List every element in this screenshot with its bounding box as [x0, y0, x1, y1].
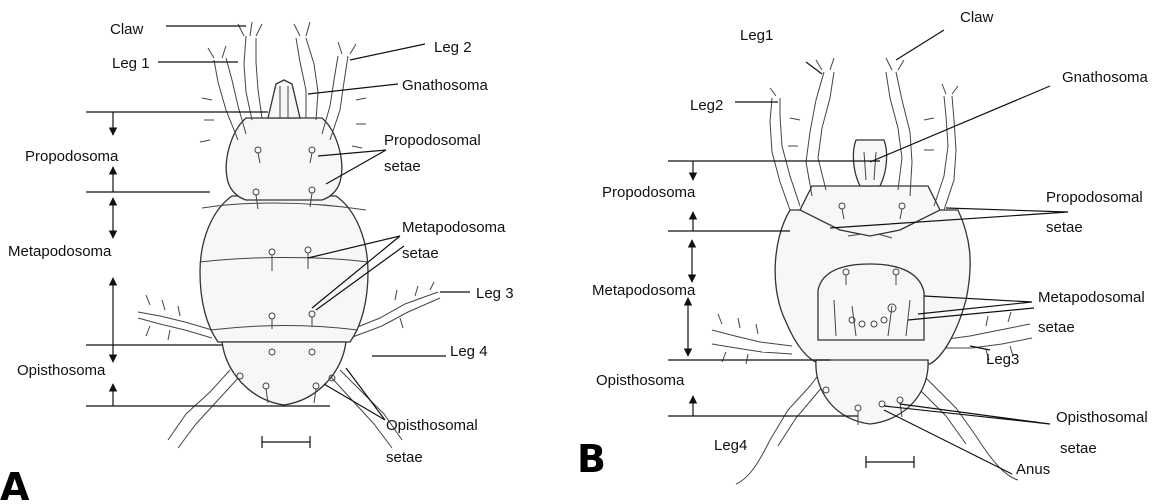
label-b-opisthosomal-setae-line2: setae — [1060, 440, 1097, 457]
label-a-metapodosomal-setae-line1: Metapodosoma — [402, 219, 506, 236]
label-b-opisthosomal-setae-line1: Opisthosomal — [1056, 409, 1148, 426]
mite-a-drawing — [138, 22, 440, 448]
label-b-claw: Claw — [960, 9, 994, 26]
label-a-metapodosoma: Metapodosoma — [8, 243, 112, 260]
label-b-leg1: Leg1 — [740, 27, 773, 44]
label-a-claw: Claw — [110, 21, 144, 38]
label-a-propodosoma: Propodosoma — [25, 148, 119, 165]
label-b-propodosomal-setae-line1: Propodosomal — [1046, 189, 1143, 206]
label-b-leg2: Leg2 — [690, 97, 723, 114]
label-b-propodosoma: Propodosoma — [602, 184, 696, 201]
label-a-gnathosoma: Gnathosoma — [402, 77, 489, 94]
panel-a-letter: A — [0, 465, 30, 504]
label-a-opisthosoma: Opisthosoma — [17, 362, 106, 379]
label-b-propodosomal-setae-line2: setae — [1046, 219, 1083, 236]
label-a-metapodosomal-setae-line2: setae — [402, 245, 439, 262]
label-b-metapodosoma: Metapodosoma — [592, 282, 696, 299]
panel-a: Claw Leg 1 Leg 2 Gnathosoma Propodosoma … — [0, 21, 514, 504]
label-a-leg2: Leg 2 — [434, 39, 472, 56]
label-a-leg1: Leg 1 — [112, 55, 150, 72]
panel-b: Leg1 Claw Leg2 Gnathosoma Propodosoma Pr… — [577, 9, 1149, 484]
label-b-metapodosomal-setae-line2: setae — [1038, 319, 1075, 336]
mite-b-drawing — [712, 58, 1032, 484]
label-b-opisthosoma: Opisthosoma — [596, 372, 685, 389]
label-b-metapodosomal-setae-line1: Metapodosomal — [1038, 289, 1145, 306]
label-a-leg3: Leg 3 — [476, 285, 514, 302]
label-b-leg3: Leg3 — [986, 351, 1019, 368]
label-b-leg4: Leg4 — [714, 437, 747, 454]
label-b-anus: Anus — [1016, 461, 1050, 478]
panel-b-letter: B — [577, 437, 606, 481]
label-b-gnathosoma: Gnathosoma — [1062, 69, 1149, 86]
label-a-leg4: Leg 4 — [450, 343, 488, 360]
label-a-opisthosomal-setae-line1: Opisthosomal — [386, 417, 478, 434]
label-a-propodosomal-setae-line2: setae — [384, 158, 421, 175]
label-a-propodosomal-setae-line1: Propodosomal — [384, 132, 481, 149]
label-a-opisthosomal-setae-line2: setae — [386, 449, 423, 466]
